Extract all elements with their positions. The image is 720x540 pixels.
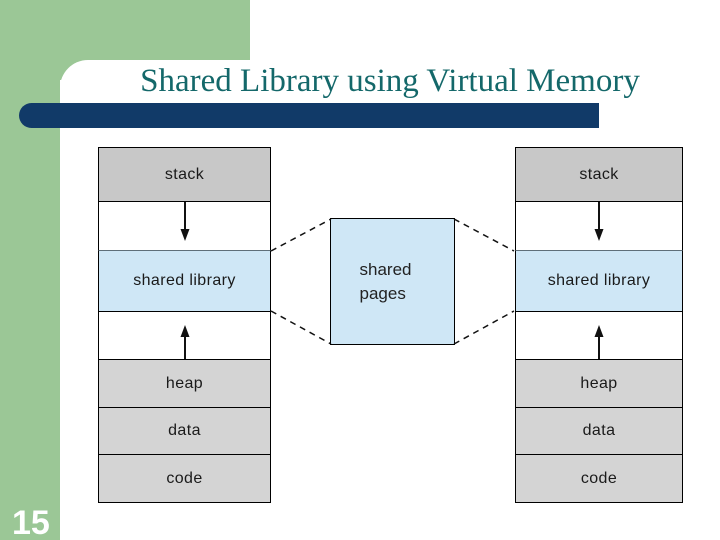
data-cell: data xyxy=(515,407,683,455)
up-arrow-icon xyxy=(180,325,189,359)
up-arrow-icon xyxy=(594,325,604,359)
data-cell: data xyxy=(98,407,271,455)
memory-cell-label: heap xyxy=(580,374,618,392)
green-sidebar-band xyxy=(0,0,60,540)
shared-library-cell: shared library xyxy=(515,250,683,312)
memory-cell-label: data xyxy=(582,422,616,439)
growth-gap-up-cell xyxy=(515,311,683,360)
page-number: 15 xyxy=(12,504,50,540)
memory-cell-label: stack xyxy=(164,165,205,183)
memory-cell-label: stack xyxy=(579,165,619,183)
slide-title: Shared Library using Virtual Memory xyxy=(140,63,640,99)
shared-pages-label: shared pages xyxy=(359,259,412,303)
right-memory-map: stack shared library heap data code xyxy=(515,147,683,503)
down-arrow-icon xyxy=(594,202,604,241)
stack-cell: stack xyxy=(515,147,683,202)
title-underline-bar xyxy=(19,103,599,128)
shared-library-cell: shared library xyxy=(98,250,271,312)
heap-cell: heap xyxy=(515,359,683,408)
down-arrow-icon xyxy=(180,202,189,241)
growth-gap-up-cell xyxy=(98,311,271,360)
left-memory-map: stack shared library heap data code xyxy=(98,147,271,503)
memory-cell-label: shared library xyxy=(133,272,236,289)
growth-gap-down-cell xyxy=(98,201,271,251)
code-cell: code xyxy=(515,454,683,503)
heap-cell: heap xyxy=(98,359,271,408)
memory-cell-label: data xyxy=(168,422,201,439)
stack-cell: stack xyxy=(98,147,271,202)
memory-cell-label: shared library xyxy=(547,272,651,289)
memory-cell-label: code xyxy=(166,469,203,487)
memory-cell-label: heap xyxy=(165,374,204,392)
shared-pages-box: shared pages xyxy=(330,218,455,345)
code-cell: code xyxy=(98,454,271,503)
memory-cell-label: code xyxy=(580,469,618,487)
growth-gap-down-cell xyxy=(515,201,683,251)
